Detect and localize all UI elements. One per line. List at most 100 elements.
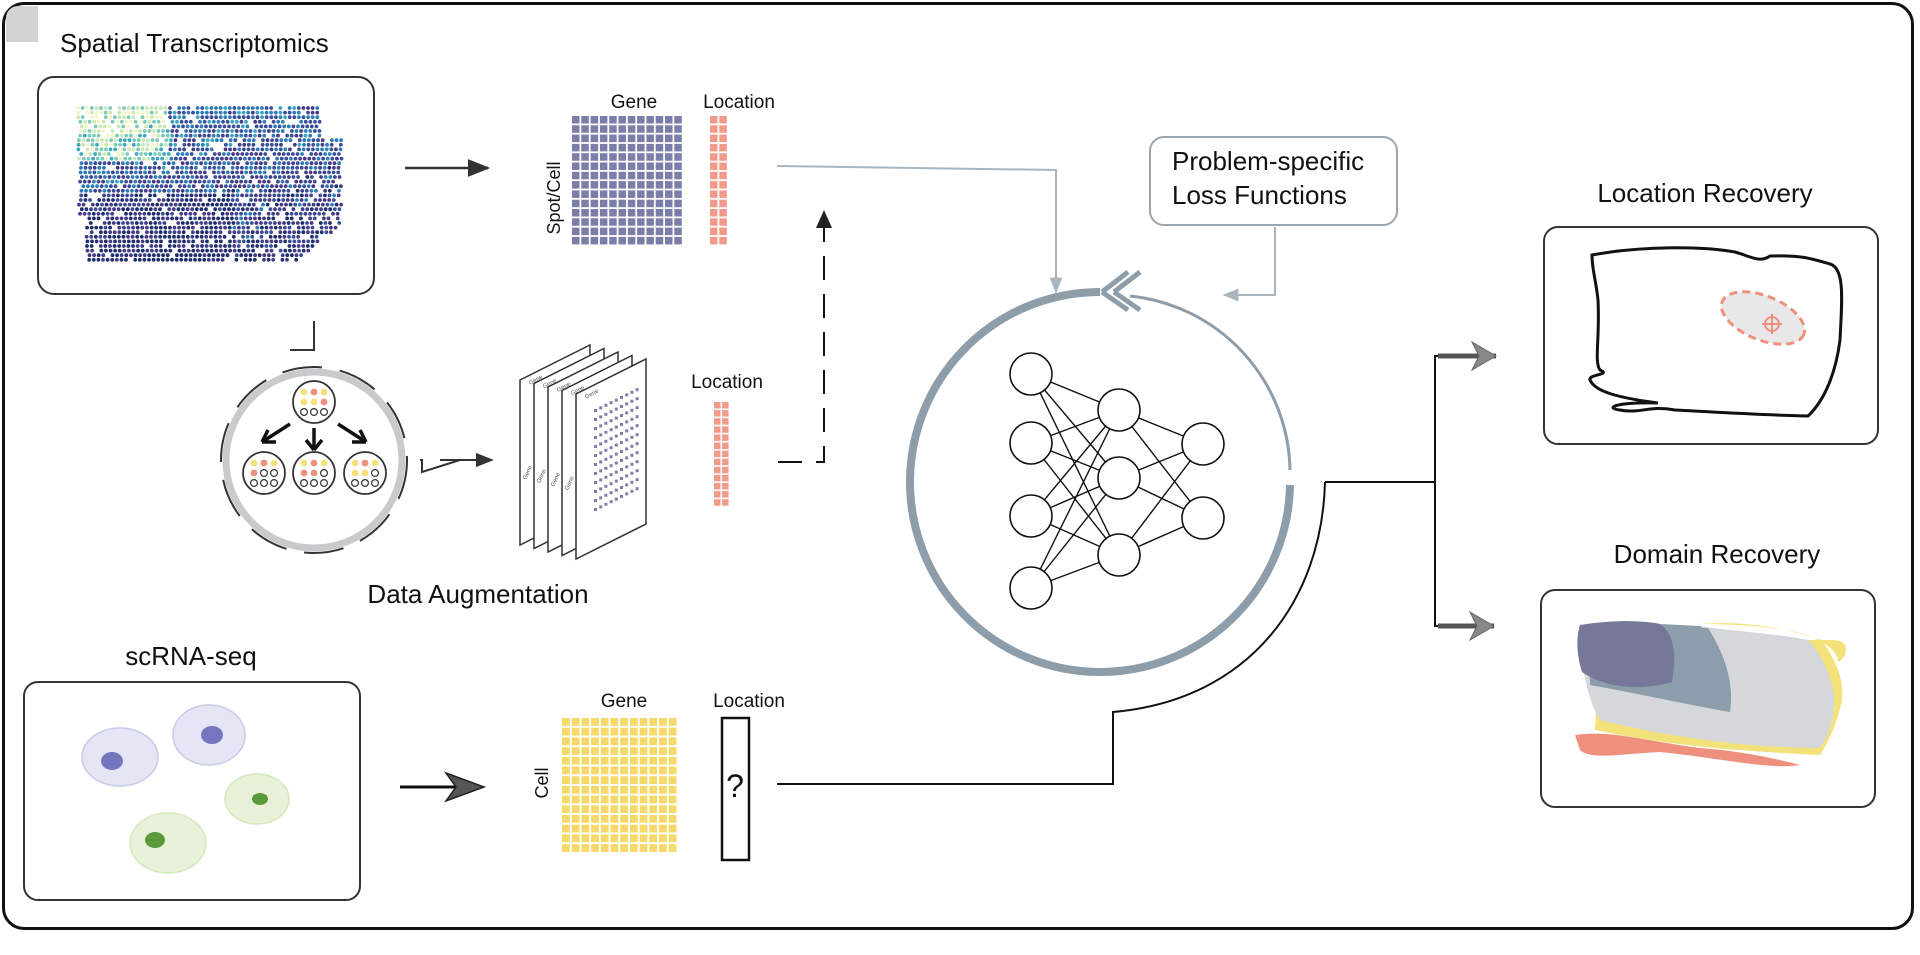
tissue-spot — [235, 170, 239, 175]
tissue-spot — [207, 119, 212, 124]
matrix-cell — [604, 439, 608, 443]
matrix-cell — [594, 490, 597, 493]
tissue-spot — [297, 138, 302, 143]
tissue-spot — [244, 129, 248, 133]
tissue-spot — [258, 152, 263, 156]
matrix-cell — [610, 795, 619, 804]
tissue-spot — [166, 193, 171, 198]
tissue-spot — [205, 184, 210, 189]
connector-st-to-augmentation — [290, 321, 315, 351]
tissue-spot — [306, 110, 310, 115]
tissue-spot — [268, 234, 273, 239]
tissue-spot — [147, 129, 152, 133]
matrix-cell — [572, 199, 580, 208]
network-edge — [1118, 409, 1204, 519]
matrix-cell — [674, 162, 682, 170]
tissue-spot — [161, 165, 166, 170]
location-cell — [710, 134, 718, 143]
tissue-spot — [304, 193, 309, 198]
matrix-cell — [627, 153, 636, 161]
matrix-cell — [665, 162, 673, 170]
tissue-spot — [292, 106, 297, 110]
tissue-spot — [305, 124, 310, 129]
matrix-cell — [614, 407, 618, 411]
tissue-spot — [172, 175, 176, 179]
matrix-cell — [620, 785, 628, 794]
tissue-spot — [327, 193, 332, 198]
tissue-spot — [221, 129, 225, 133]
tissue-spot — [130, 175, 135, 179]
matrix-cell — [618, 162, 626, 170]
tissue-spot — [102, 188, 107, 193]
matrix-cell — [571, 785, 580, 794]
tissue-spot — [243, 211, 248, 216]
matrix-cell — [562, 747, 570, 755]
tissue-spot — [104, 147, 108, 152]
matrix-cell — [614, 434, 618, 438]
tissue-spot — [305, 244, 310, 248]
matrix-cell — [591, 834, 599, 843]
tissue-spot — [89, 244, 94, 248]
tissue-spot — [162, 124, 167, 129]
matrix-cell — [665, 153, 673, 161]
tissue-spot — [212, 188, 217, 193]
matrix-cell — [655, 116, 664, 124]
matrix-cell — [649, 718, 658, 726]
tissue-spot — [338, 147, 343, 152]
tissue-spot — [269, 239, 274, 244]
tissue-spot — [78, 170, 83, 175]
matrix-cell — [665, 134, 673, 143]
tissue-spot — [237, 115, 242, 120]
tissue-spot — [88, 221, 93, 225]
tissue-spot — [189, 165, 194, 170]
tissue-spot — [272, 161, 277, 166]
tissue-spot — [80, 175, 84, 179]
tissue-spot — [189, 170, 193, 175]
matrix-cell — [646, 162, 654, 170]
tissue-spot — [200, 115, 205, 120]
tissue-spot — [244, 253, 248, 258]
empty-dot — [300, 479, 309, 488]
tissue-spot — [225, 119, 230, 124]
tissue-spot — [321, 211, 326, 216]
tissue-spot — [85, 248, 90, 253]
tissue-spot — [93, 161, 98, 166]
tissue-spot — [191, 248, 196, 253]
matrix-cell — [637, 209, 645, 217]
tissue-spot — [193, 257, 197, 262]
matrix-cell — [600, 815, 609, 823]
tissue-spot — [184, 170, 189, 175]
matrix-cell — [581, 116, 589, 124]
tissue-spot — [155, 156, 160, 161]
tissue-spot — [153, 161, 158, 166]
tissue-spot — [213, 124, 218, 129]
tissue-spot — [120, 165, 125, 170]
matrix-cell — [572, 143, 580, 152]
tissue-spot — [315, 106, 320, 110]
tissue-spot — [234, 257, 239, 262]
matrix-cell — [649, 776, 658, 784]
tissue-spot — [269, 115, 274, 120]
matrix-cell — [629, 718, 638, 726]
matrix-cell — [635, 442, 639, 446]
matrix-cell — [620, 805, 628, 814]
tissue-spot — [164, 142, 168, 147]
tissue-spot — [121, 244, 126, 248]
matrix-cell — [572, 181, 580, 189]
tissue-spot — [76, 147, 81, 152]
tissue-spot — [102, 193, 106, 198]
tissue-spot — [231, 175, 236, 179]
tissue-spot — [188, 129, 193, 133]
tissue-spot — [233, 202, 238, 207]
tissue-spot — [202, 257, 207, 262]
matrix-cell — [599, 199, 608, 208]
matrix-cell — [659, 834, 667, 843]
tissue-spot — [112, 207, 116, 212]
tissue-spot — [253, 129, 257, 133]
tissue-spot — [148, 193, 153, 198]
tissue-spot — [118, 142, 122, 147]
tissue-spot — [331, 211, 335, 216]
tissue-spot — [108, 142, 113, 147]
tissue-spot — [265, 184, 270, 189]
tissue-spot — [181, 106, 186, 110]
